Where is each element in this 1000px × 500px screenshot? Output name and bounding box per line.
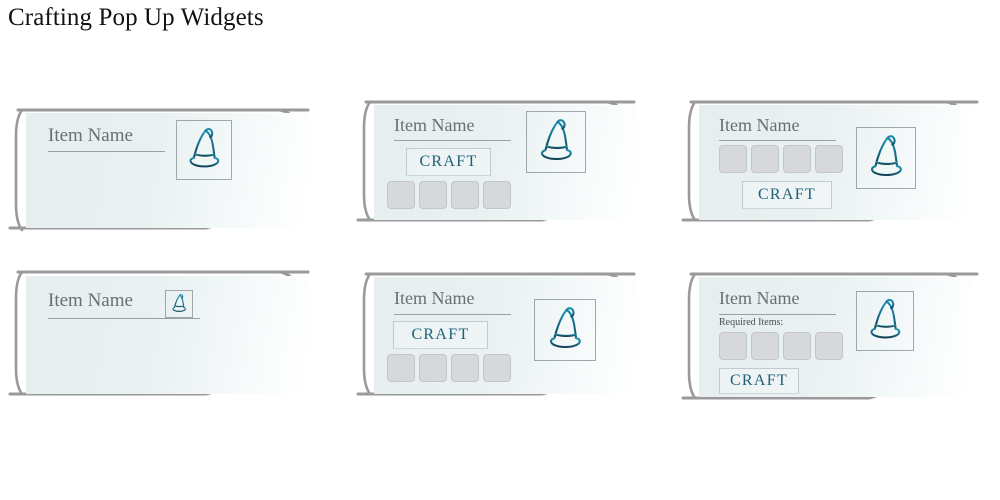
ingredient-slot[interactable] <box>719 332 747 360</box>
ingredient-slots <box>387 181 511 209</box>
widget-panel: Item Name <box>26 113 308 228</box>
ingredient-slot[interactable] <box>387 181 415 209</box>
item-name-underline <box>48 151 165 152</box>
item-name-label: Item Name <box>394 115 475 135</box>
item-name-label: Item Name <box>394 288 475 308</box>
item-icon-box[interactable] <box>534 299 596 361</box>
widget-panel: Item Name CRAFT <box>699 105 971 220</box>
widget-panel: Item Name CRAFT <box>374 277 636 394</box>
item-name-underline <box>394 140 511 141</box>
witch-hat-icon <box>870 298 901 339</box>
widget-content: Item Name Required Items: CRAFT <box>699 277 971 397</box>
witch-hat-icon <box>870 135 902 177</box>
ingredient-slots <box>719 332 843 360</box>
ingredient-slot[interactable] <box>815 145 843 173</box>
page-title: Crafting Pop Up Widgets <box>8 4 264 31</box>
ingredient-slots <box>719 145 843 173</box>
widget-content: Item Name CRAFT <box>374 105 636 220</box>
item-name-underline <box>394 314 511 315</box>
item-icon-box[interactable] <box>856 127 916 189</box>
panel-accent <box>376 279 632 383</box>
craft-button[interactable]: CRAFT <box>719 368 799 394</box>
ingredient-slot[interactable] <box>451 354 479 382</box>
item-name-label: Item Name <box>48 290 133 311</box>
panel-accent <box>701 279 967 387</box>
ingredient-slot[interactable] <box>451 181 479 209</box>
ingredient-slot[interactable] <box>783 332 811 360</box>
widget-panel: Item Name Required Items: CRAFT <box>699 277 971 397</box>
item-name-label: Item Name <box>719 115 800 135</box>
item-name-label: Item Name <box>719 288 800 308</box>
widget-content: Item Name CRAFT <box>374 277 636 394</box>
item-name-underline <box>719 314 836 315</box>
witch-hat-icon <box>172 293 186 312</box>
witch-hat-icon <box>540 119 572 161</box>
craft-button[interactable]: CRAFT <box>406 148 491 176</box>
widget-panel: Item Name CRAFT <box>374 105 636 220</box>
item-name-underline <box>48 318 200 319</box>
craft-button[interactable]: CRAFT <box>393 321 488 349</box>
ingredient-slot[interactable] <box>815 332 843 360</box>
widget-content: Item Name <box>26 276 308 394</box>
widget-content: Item Name <box>26 113 308 228</box>
ingredient-slot[interactable] <box>751 145 779 173</box>
craft-button[interactable]: CRAFT <box>742 181 832 209</box>
ingredient-slots <box>387 354 511 382</box>
ingredient-slot[interactable] <box>483 181 511 209</box>
crafting-widget[interactable]: Item Name <box>8 96 318 244</box>
crafting-widget[interactable]: Item Name CRAFT <box>356 90 646 235</box>
crafting-widget[interactable]: Item Name <box>8 262 318 410</box>
ingredient-slot[interactable] <box>387 354 415 382</box>
crafting-widget[interactable]: Item Name CRAFT <box>356 264 646 409</box>
ingredient-slot[interactable] <box>419 354 447 382</box>
panel-accent <box>28 278 304 384</box>
panel-accent <box>28 115 304 217</box>
item-icon-box[interactable] <box>526 111 586 173</box>
widget-content: Item Name CRAFT <box>699 105 971 220</box>
item-icon-box[interactable] <box>856 291 914 351</box>
panel-accent <box>376 107 632 209</box>
item-icon-box[interactable] <box>165 290 193 318</box>
item-icon-box[interactable] <box>176 120 232 180</box>
required-items-label: Required Items: <box>719 317 784 328</box>
ingredient-slot[interactable] <box>419 181 447 209</box>
ingredient-slot[interactable] <box>719 145 747 173</box>
crafting-widget[interactable]: Item Name CRAFT <box>681 90 981 235</box>
witch-hat-icon <box>549 307 581 349</box>
item-name-underline <box>719 140 836 141</box>
item-name-label: Item Name <box>48 125 133 146</box>
ingredient-slot[interactable] <box>783 145 811 173</box>
panel-background <box>26 113 308 228</box>
ingredient-slot[interactable] <box>751 332 779 360</box>
panel-accent <box>701 107 967 209</box>
panel-background <box>26 276 308 394</box>
witch-hat-icon <box>189 127 220 168</box>
ingredient-slot[interactable] <box>483 354 511 382</box>
widget-panel: Item Name <box>26 276 308 394</box>
crafting-widget[interactable]: Item Name Required Items: CRAFT <box>681 264 981 412</box>
